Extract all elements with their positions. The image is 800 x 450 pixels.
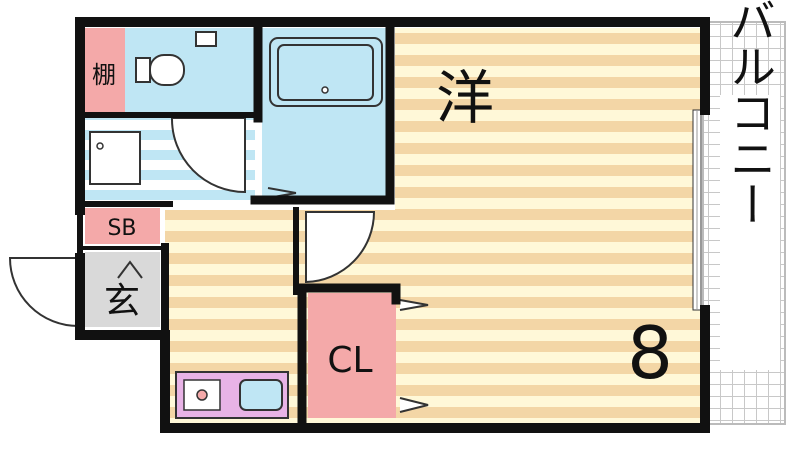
washing-machine-icon (89, 131, 141, 185)
western-room-floor (395, 28, 700, 423)
entrance-door (8, 257, 79, 328)
shoe-box (85, 208, 160, 244)
western-room-label: 洋 (436, 64, 494, 132)
entrance-floor (85, 252, 160, 327)
shelf (85, 28, 125, 112)
balcony-label: バルコニー (723, 0, 777, 227)
toilet-icon (135, 31, 217, 86)
balcony (702, 21, 786, 425)
sink-icon (239, 379, 283, 411)
room-door (305, 211, 376, 284)
walls (75, 17, 710, 433)
closet-label: CL (327, 340, 372, 381)
western-room-size: 8 (627, 311, 673, 395)
shoe-box-label: SB (107, 216, 136, 241)
closet-door-bottom (399, 397, 429, 413)
closet (308, 293, 396, 418)
shelf-label: 棚 (92, 61, 116, 89)
washroom-door (170, 117, 246, 194)
entrance-label: 玄 (104, 281, 140, 322)
balcony-window (692, 109, 702, 311)
closet-door-top (399, 299, 429, 311)
